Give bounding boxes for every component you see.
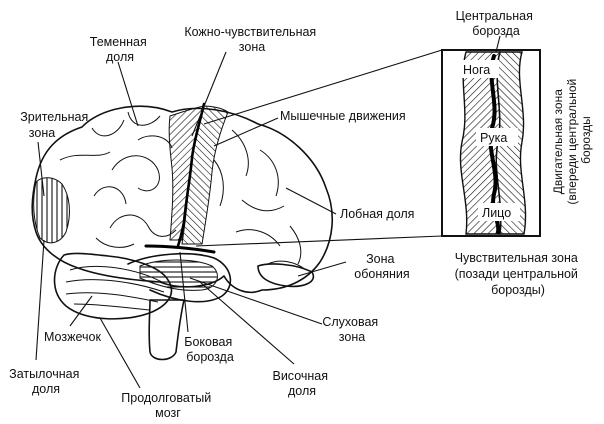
auditory-zone-area <box>139 259 218 291</box>
label-face: Лицо <box>482 206 511 220</box>
label-olfactory: Зона обоняния <box>354 252 409 281</box>
label-sensory-zone: Чувствительная зона (позади центральной … <box>455 251 582 297</box>
label-arm: Рука <box>480 131 507 145</box>
medulla-shape <box>148 299 185 361</box>
label-cerebellum: Мозжечок <box>44 330 101 344</box>
brain-illustration <box>31 102 334 361</box>
label-occipital: Затылочная доля <box>9 367 83 396</box>
label-lateral-sulcus: Боковая борозда <box>184 335 235 364</box>
cerebrum-outline <box>31 105 334 294</box>
label-central-sulcus: Центральная борозда <box>456 9 537 38</box>
label-leg: Нога <box>463 63 490 77</box>
label-temporal: Височная доля <box>272 369 331 398</box>
label-auditory: Слуховая зона <box>322 315 381 344</box>
label-visual: Зрительная зона <box>20 110 92 140</box>
central-sulcus-inset: Нога Рука Лицо <box>441 49 541 237</box>
visual-zone-area <box>33 177 70 244</box>
leader-lines <box>35 35 501 389</box>
label-frontal: Лобная доля <box>340 207 414 221</box>
label-parietal: Теменная доля <box>90 35 150 64</box>
label-somatosensory: Кожно-чувствительная зона <box>184 25 319 54</box>
olfactory-zone-area <box>257 263 315 288</box>
label-motor-zone: Двигательная зона (впереди центральной б… <box>551 75 593 204</box>
label-medulla: Продолговатый мозг <box>121 391 214 420</box>
label-muscle-movements: Мышечные движения <box>280 109 406 123</box>
lateral-sulcus-line <box>144 244 216 254</box>
labels: Теменная доля Кожно-чувствительная зона … <box>9 9 593 420</box>
central-sulcus-line <box>176 102 206 248</box>
